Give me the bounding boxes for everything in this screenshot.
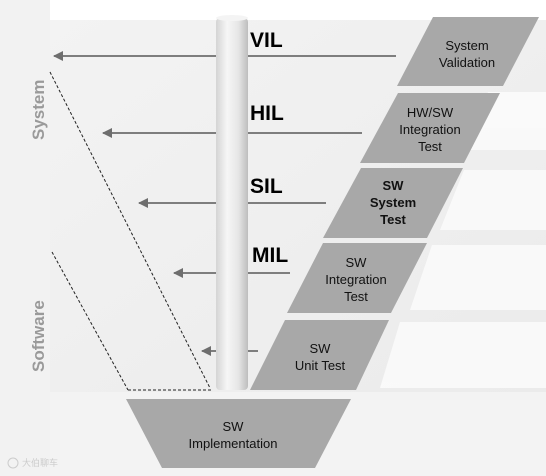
left-margin — [0, 0, 50, 476]
test-box-sw-integration: SW Integration Test — [287, 243, 427, 313]
box-line: Test — [380, 212, 406, 227]
box-line: Implementation — [189, 436, 278, 451]
level-sil: SIL — [250, 175, 283, 198]
box-line: SW — [310, 341, 332, 356]
level-vil: VIL — [250, 29, 283, 52]
box-line: Test — [344, 289, 368, 304]
box-line: SW — [346, 255, 368, 270]
box-line: Test — [418, 139, 442, 154]
test-box-sw-system: SW System Test — [323, 168, 463, 238]
system-label: System — [29, 80, 48, 140]
box-line: System — [370, 195, 416, 210]
box-line: Integration — [399, 122, 460, 137]
test-box-system-validation: System Validation — [397, 17, 539, 86]
test-box-hwsw-integration: HW/SW Integration Test — [360, 93, 500, 163]
test-box-sw-unit: SW Unit Test — [250, 320, 389, 390]
sw-implementation-box: SW Implementation — [126, 399, 351, 468]
level-hil: HIL — [250, 102, 284, 125]
level-mil: MIL — [252, 244, 288, 267]
box-line: SW — [383, 178, 405, 193]
box-line: SW — [223, 419, 245, 434]
pillar — [216, 15, 248, 390]
box-line: Validation — [439, 55, 495, 70]
watermark-text: 大伯聊车 — [22, 457, 58, 468]
box-line: Integration — [325, 272, 386, 287]
watermark: 大伯聊车 — [7, 457, 58, 469]
dashed-guides — [49, 71, 212, 391]
box-line: Unit Test — [295, 358, 346, 373]
box-line: System — [445, 38, 488, 53]
software-label: Software — [29, 300, 48, 372]
box-line: HW/SW — [407, 105, 454, 120]
